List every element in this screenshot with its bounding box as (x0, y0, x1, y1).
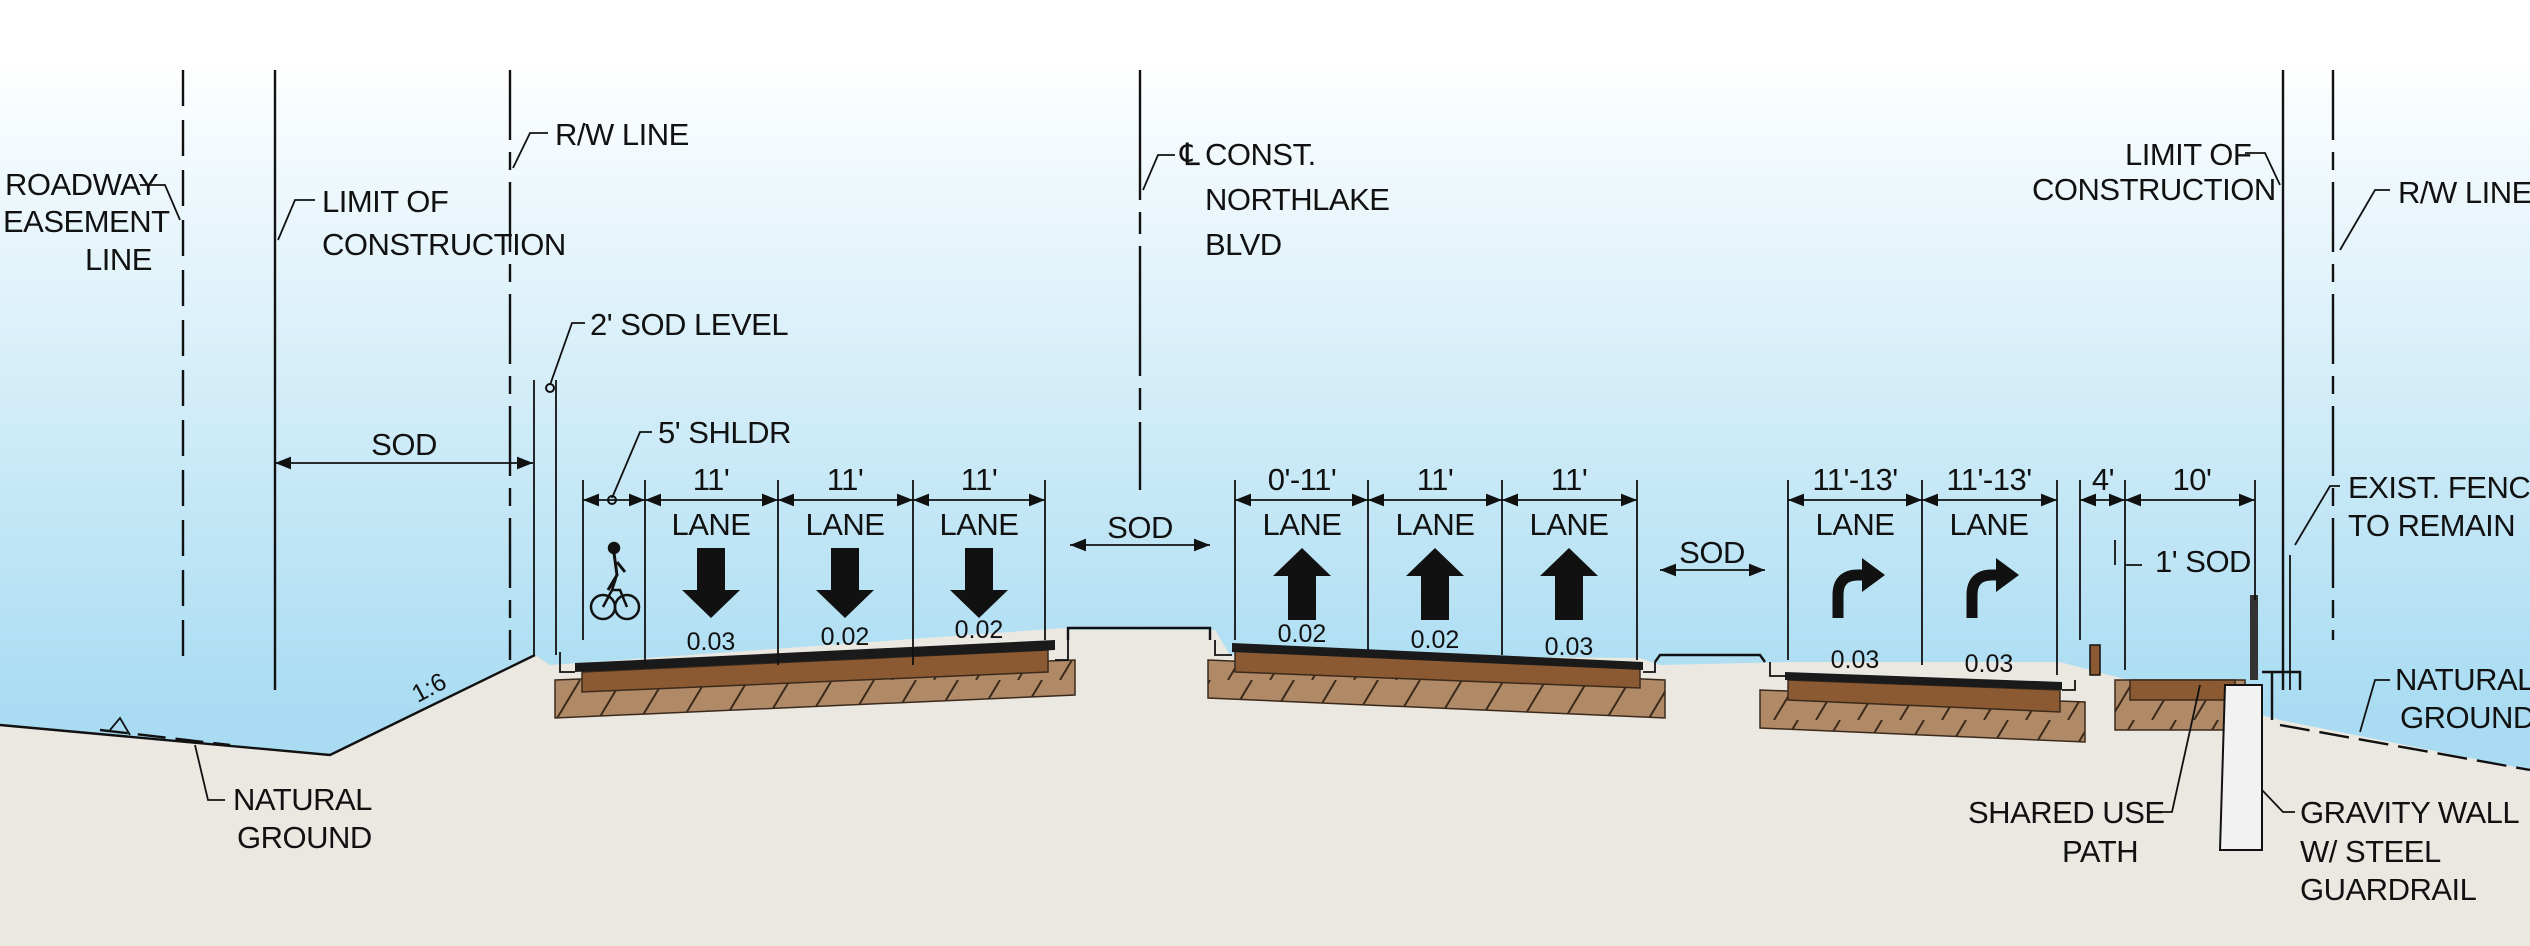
ground-line-right (2279, 723, 2530, 772)
sod-level-leader (549, 322, 585, 386)
limit-right-label-1: LIMIT OF (2125, 137, 2251, 172)
roadway-easement-label-3: LINE (85, 242, 152, 277)
sb-lane1-dim-label: 11' (693, 462, 730, 497)
nb-lane3-label: LANE (1530, 507, 1609, 542)
natural-ground-left-label-1: NATURAL (233, 782, 372, 817)
centerline-label-1: CONST. (1205, 137, 1316, 172)
nb-lane2-slope: 0.02 (1411, 626, 1460, 654)
gravity-wall (2218, 684, 2263, 851)
roadway-easement-leader (140, 184, 181, 221)
limit-right-leader (2245, 152, 2281, 186)
limit-right-label-2: CONSTRUCTION (2032, 172, 2276, 207)
nb-lane1-label: LANE (1263, 507, 1342, 542)
ground-line-left-dashed (99, 728, 231, 747)
wall-top (2262, 670, 2302, 720)
sod-left-dim-label: SOD (371, 427, 437, 462)
roadway-easement-label-2: EASEMENT (3, 204, 170, 239)
median-top (1066, 626, 1212, 640)
natural-ground-right-label-1: NATURAL (2395, 662, 2530, 697)
shared-use-path-label-2: PATH (2062, 834, 2138, 869)
down-arrow-icon (682, 548, 740, 618)
turn-lane1-label: LANE (1816, 507, 1895, 542)
sb-lane2-dim-label: 11' (827, 462, 864, 497)
nb-lane2-dim-label: 11' (1417, 462, 1454, 497)
turn-lane1-dim-label: 11'-13' (1812, 462, 1897, 497)
limit-left-leader (277, 199, 315, 241)
exist-fence-label-1: EXIST. FENCE (2348, 470, 2530, 505)
sb-lane2-slope: 0.02 (821, 623, 870, 651)
turn-arrowhead-2 (1996, 558, 2019, 592)
natural-ground-left-label-2: GROUND (237, 820, 372, 855)
sb-lane1-slope: 0.03 (687, 628, 736, 656)
roadway-easement-label-1: ROADWAY (5, 167, 158, 202)
sb-roadway (554, 640, 1076, 719)
up-arrow-icon (1406, 548, 1464, 620)
sod-level-marker (545, 383, 555, 393)
up-arrow-icon (1273, 548, 1331, 620)
sod-right-dim-label: SOD (1679, 535, 1745, 570)
shared-use-path-leader (2160, 684, 2201, 813)
nb-lane1-dim-label: 0'-11' (1268, 462, 1337, 497)
turn-arrowhead-1 (1862, 558, 1885, 592)
up-arrow-icon (1540, 548, 1598, 620)
turn-lane2-dim-label: 11'-13' (1946, 462, 2031, 497)
nb-lane2-label: LANE (1396, 507, 1475, 542)
limit-left-label-2: CONSTRUCTION (322, 227, 566, 262)
turn-lane2-label: LANE (1950, 507, 2029, 542)
ground-symbol-left (109, 716, 131, 736)
right-turn-arrow-icon (1966, 569, 2000, 618)
gravity-wall-label-2: W/ STEEL (2300, 834, 2441, 869)
nb-lane1-slope: 0.02 (1278, 620, 1327, 648)
natural-ground-left-leader (194, 744, 225, 801)
sb-lane2-label: LANE (806, 507, 885, 542)
natural-ground-right-leader (2359, 679, 2390, 733)
exist-fence-leader (2294, 485, 2340, 546)
one-ft-sod-label: 1' SOD (2155, 544, 2251, 579)
nb-lane3-slope: 0.03 (1545, 633, 1594, 661)
turn-roadway (1759, 662, 2086, 743)
turn-lane2-slope: 0.03 (1965, 650, 2014, 678)
sb-lane3-label: LANE (940, 507, 1019, 542)
sb-lane3-dim-label: 11' (961, 462, 998, 497)
rw-right-leader (2339, 189, 2390, 251)
sod-level-label: 2' SOD LEVEL (590, 307, 788, 342)
down-arrow-icon (816, 548, 874, 618)
bicycle-icon (589, 541, 641, 621)
shldr-marker (607, 495, 617, 505)
centerline-label-2: NORTHLAKE (1205, 182, 1389, 217)
nb-roadway (1207, 640, 1666, 719)
gravity-wall-leader (2261, 789, 2295, 813)
down-arrow-icon (950, 548, 1008, 618)
centerline-symbol-icon: ℄ (1179, 137, 1200, 172)
shared-use-path-label-1: SHARED USE (1968, 795, 2165, 830)
gravity-wall-label-1: GRAVITY WALL (2300, 795, 2519, 830)
sb-lane1-label: LANE (672, 507, 751, 542)
rw-right-label: R/W LINE (2398, 175, 2530, 210)
ten-ft-dim-label: 10' (2173, 462, 2212, 497)
turn-lane1-slope: 0.03 (1831, 646, 1880, 674)
right-turn-arrow-icon (1832, 569, 1866, 618)
centerline-leader (1142, 154, 1175, 191)
centerline-label-3: BLVD (1205, 227, 1282, 262)
shldr-leader (611, 431, 652, 499)
sb-lane3-slope: 0.02 (955, 616, 1004, 644)
shldr-label: 5' SHLDR (658, 415, 791, 450)
nb-lane3-dim-label: 11' (1551, 462, 1588, 497)
one-ft-sod-leader (2114, 540, 2142, 566)
ground-line (0, 653, 536, 757)
exist-fence-label-2: TO REMAIN (2348, 508, 2515, 543)
median-sod-label: SOD (1107, 510, 1173, 545)
gravity-wall-label-3: GUARDRAIL (2300, 872, 2477, 907)
rw-left-leader (512, 132, 548, 169)
natural-ground-right-label-2: GROUND (2400, 700, 2530, 735)
rw-left-label: R/W LINE (555, 117, 689, 152)
right-sod-top (1654, 653, 1766, 663)
limit-left-label-1: LIMIT OF (322, 184, 448, 219)
four-ft-dim-label: 4' (2092, 462, 2114, 497)
